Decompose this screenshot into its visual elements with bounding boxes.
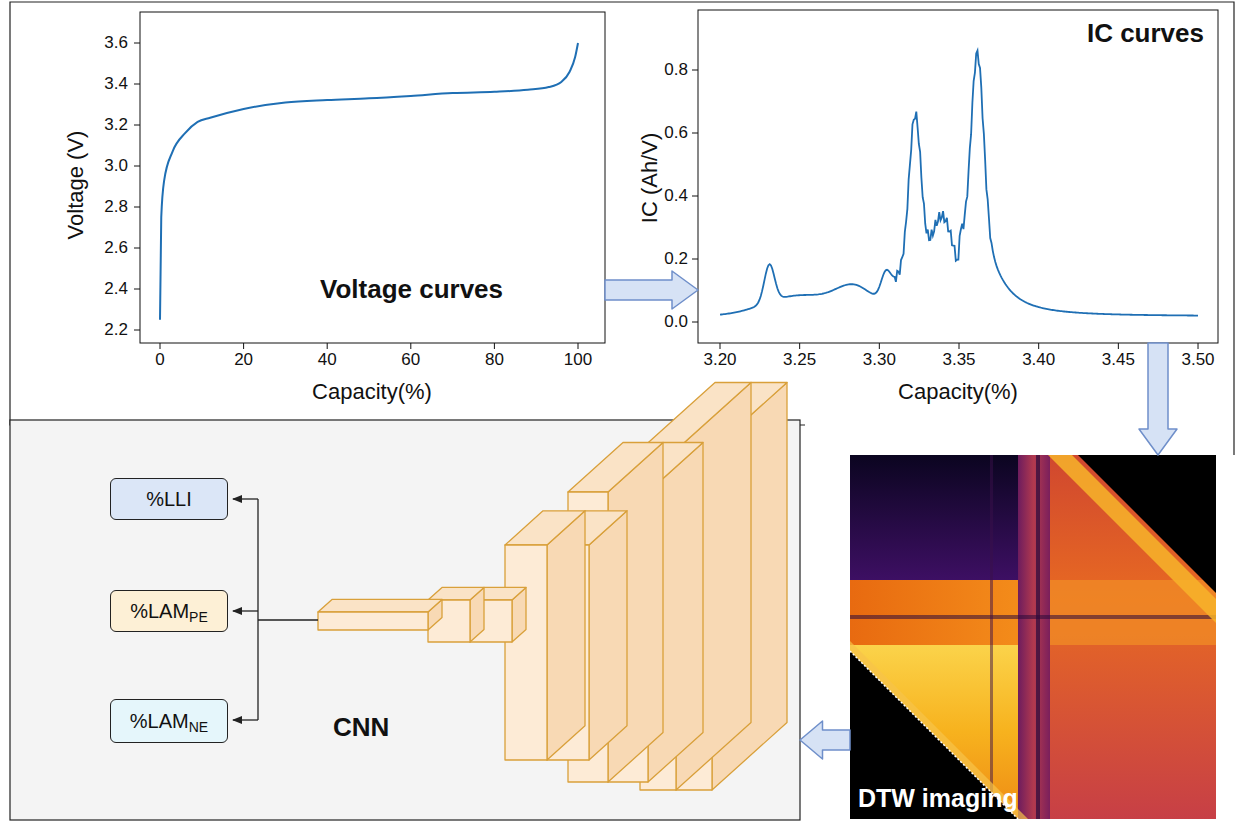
tick-label: 3.2 bbox=[104, 115, 128, 135]
chart-frame: IC curves bbox=[698, 10, 1218, 343]
output-name: %LLI bbox=[146, 488, 192, 511]
image-panel: DTW imaging bbox=[850, 455, 1216, 819]
tick-label: 60 bbox=[401, 350, 420, 370]
tick-label: 0.2 bbox=[664, 249, 688, 269]
axis-title: Voltage (V) bbox=[63, 131, 89, 240]
axis-title: IC (Ah/V) bbox=[637, 133, 663, 223]
tick-label: 80 bbox=[485, 350, 504, 370]
tick-label: 0.6 bbox=[664, 123, 688, 143]
tick-label: 3.6 bbox=[104, 33, 128, 53]
block-arrow bbox=[800, 721, 850, 759]
tick-label: 3.40 bbox=[1022, 350, 1055, 370]
tick-label: 2.2 bbox=[104, 320, 128, 340]
output-box: %LLI bbox=[110, 478, 228, 520]
block-arrow bbox=[605, 271, 698, 309]
output-subscript: PE bbox=[189, 609, 208, 625]
tick-label: 3.45 bbox=[1102, 350, 1135, 370]
tick-label: 3.30 bbox=[863, 350, 896, 370]
output-box: %LAMPE bbox=[110, 590, 228, 632]
model-panel: %LLI%LAMPE%LAMNECNN bbox=[10, 420, 800, 820]
panel-title: CNN bbox=[333, 712, 389, 743]
chart-frame: Voltage curves bbox=[140, 12, 605, 343]
tick-label: 3.0 bbox=[104, 156, 128, 176]
block-arrow bbox=[1139, 343, 1177, 455]
output-subscript: NE bbox=[189, 719, 208, 735]
axis-title: Capacity(%) bbox=[898, 379, 1018, 405]
tick-label: 0.4 bbox=[664, 186, 688, 206]
panel-outline bbox=[10, 2, 1234, 455]
tick-label: 0.0 bbox=[664, 312, 688, 332]
tick-label: 2.6 bbox=[104, 238, 128, 258]
dtw-image bbox=[850, 455, 1216, 819]
tick-label: 0.8 bbox=[664, 60, 688, 80]
tick-label: 100 bbox=[564, 350, 592, 370]
output-leaders bbox=[233, 499, 318, 720]
tick-label: 3.25 bbox=[783, 350, 816, 370]
tick-label: 2.8 bbox=[104, 197, 128, 217]
output-box: %LAMNE bbox=[110, 699, 228, 743]
tick-label: 40 bbox=[318, 350, 337, 370]
tick-label: 3.50 bbox=[1181, 350, 1214, 370]
tick-label: 20 bbox=[234, 350, 253, 370]
panel-title: Voltage curves bbox=[320, 274, 503, 305]
chart-graphics bbox=[134, 10, 1218, 349]
tick-label: 3.4 bbox=[104, 74, 128, 94]
tick-label: 3.20 bbox=[703, 350, 736, 370]
tick-label: 2.4 bbox=[104, 279, 128, 299]
tick-label: 3.35 bbox=[942, 350, 975, 370]
panel-title: DTW imaging bbox=[858, 784, 1018, 813]
output-name: %LAM bbox=[130, 710, 189, 733]
output-name: %LAM bbox=[130, 600, 189, 623]
tick-label: 0 bbox=[155, 350, 164, 370]
axis-title: Capacity(%) bbox=[312, 379, 432, 405]
cnn-layers bbox=[318, 383, 787, 791]
panel-title: IC curves bbox=[1087, 18, 1204, 49]
